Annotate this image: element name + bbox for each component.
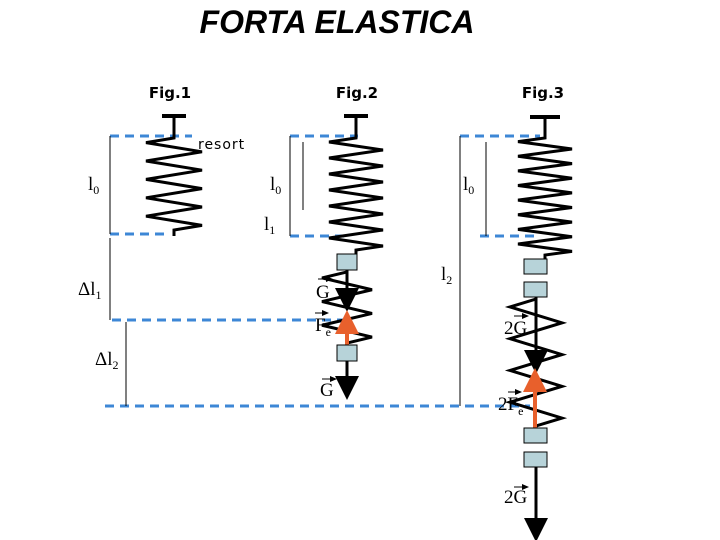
double-elastic-force-label-fig3: 2Fe xyxy=(498,389,523,418)
weight-label-fig2-a: G xyxy=(316,276,333,303)
weight-block-fig2-b xyxy=(336,344,358,362)
dl2-label: Δl2 xyxy=(95,349,119,372)
l0-label-fig2: l0 xyxy=(270,174,281,197)
weight-block-fig3-c xyxy=(523,427,548,444)
double-weight-label-fig3-a: 2G xyxy=(504,313,529,339)
svg-text:l1: l1 xyxy=(264,214,275,237)
weight-block-fig3-d xyxy=(523,451,548,468)
spring-fig3 xyxy=(517,134,573,259)
page-title: FORTA ELASTICA xyxy=(200,4,475,40)
support-fig2 xyxy=(344,114,368,134)
resort-label: resort xyxy=(198,137,245,153)
svg-text:Δl1: Δl1 xyxy=(78,279,102,302)
weight-block-fig3-a xyxy=(523,258,548,275)
weight-label-fig2-b: G xyxy=(320,376,337,401)
fig3-label: Fig.3 xyxy=(522,84,564,102)
l0-label-fig1: l0 xyxy=(88,174,99,197)
svg-text:G: G xyxy=(320,380,334,401)
svg-text:Δl2: Δl2 xyxy=(95,349,119,372)
svg-text:Fe: Fe xyxy=(315,315,331,339)
l1-label: l1 xyxy=(264,214,275,237)
svg-text:l0: l0 xyxy=(463,174,474,197)
support-fig1 xyxy=(162,114,186,134)
support-fig3 xyxy=(530,115,560,134)
spring-fig2 xyxy=(328,134,384,254)
elastic-force-label-fig2: Fe xyxy=(315,310,331,339)
l0-label-fig3: l0 xyxy=(463,174,474,197)
l2-label: l2 xyxy=(441,264,452,287)
weight-block-fig2-a xyxy=(336,253,358,271)
svg-text:2G: 2G xyxy=(504,318,528,339)
svg-text:2Fe: 2Fe xyxy=(498,394,523,418)
spring-fig1 xyxy=(145,134,203,236)
svg-text:l0: l0 xyxy=(88,174,99,197)
svg-text:l0: l0 xyxy=(270,174,281,197)
double-weight-label-fig3-b: 2G xyxy=(504,484,529,508)
svg-text:l2: l2 xyxy=(441,264,452,287)
weight-block-fig3-b xyxy=(523,281,548,298)
fig1-label: Fig.1 xyxy=(149,84,191,102)
svg-text:G: G xyxy=(316,282,330,303)
fig2-label: Fig.2 xyxy=(336,84,378,102)
svg-text:2G: 2G xyxy=(504,487,528,508)
dl1-label: Δl1 xyxy=(78,279,102,302)
